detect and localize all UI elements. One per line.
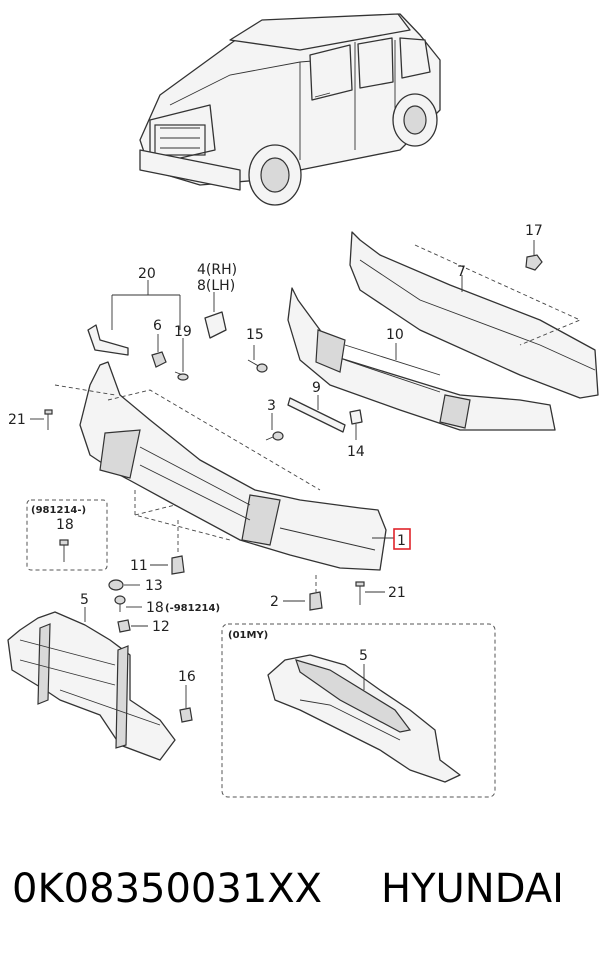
part-21-bolt-left [30,409,53,430]
part-14-clip [349,409,363,440]
part-11-clip [150,520,185,575]
parts-diagram: 1 2 3 4(RH) 5 5 6 7 8(LH) 9 10 11 12 13 … [7,13,599,798]
callout-20: 20 [138,266,156,282]
callout-13: 13 [145,578,163,594]
part-9-plate [287,395,346,433]
brand-name: HYUNDAI [381,866,564,912]
callout-9: 9 [312,380,321,396]
part-1-front-bumper [54,361,394,571]
callout-18-note: (-981214) [165,603,220,614]
part-5-guard-01MY [267,654,461,783]
callout-21-right: 21 [388,585,406,601]
part-15-bolt [247,345,268,373]
callout-11: 11 [130,558,148,574]
box-label-01MY: (01MY) [228,630,268,641]
callout-3: 3 [267,398,276,414]
part-6-clip [151,334,167,368]
callout-14: 14 [347,444,365,460]
part-18-bolt-boxed [59,539,69,562]
callout-6: 6 [153,318,162,334]
part-13-cap [108,579,140,591]
callout-4: 4(RH) [197,262,237,278]
callout-7: 7 [457,264,466,280]
callout-18: 18 [146,600,164,616]
part-7-upper-reinforcement [349,231,599,399]
part-18-bolt [114,595,142,612]
part-2-clip [283,575,323,611]
callout-17: 17 [525,223,543,239]
part-10-energy-absorber [287,287,556,431]
callout-10: 10 [386,327,404,343]
part-17-nut [525,240,543,271]
callout-12: 12 [152,619,170,635]
callout-5-left: 5 [80,592,89,608]
part-20-bracket [87,280,181,356]
variant-box-981214 [26,499,108,571]
box-label-981214: (981214-) [31,505,86,516]
part-16-nut [179,685,193,723]
part-3-bolt [265,413,284,441]
callout-5-right: 5 [359,648,368,664]
callout-21-left: 21 [8,412,26,428]
callout-labels: 1 2 3 4(RH) 5 5 6 7 8(LH) 9 10 11 12 13 … [8,223,543,685]
callout-18-boxed: 18 [56,517,74,533]
callout-2: 2 [270,594,279,610]
part-21-bolt-right [355,581,385,605]
vehicle-illustration [139,13,441,206]
callout-15: 15 [246,327,264,343]
highlight-box-part-1 [393,528,411,550]
part-number: 0K08350031XX [12,866,323,912]
part-4-8-bracket [204,292,227,339]
callout-8: 8(LH) [197,278,235,294]
part-19-screw [174,338,189,381]
callout-1: 1 [397,533,406,549]
part-12-nut [117,619,148,633]
callout-19: 19 [174,324,192,340]
part-5-guard [7,607,176,761]
callout-16: 16 [178,669,196,685]
variant-box-01MY [221,623,496,798]
